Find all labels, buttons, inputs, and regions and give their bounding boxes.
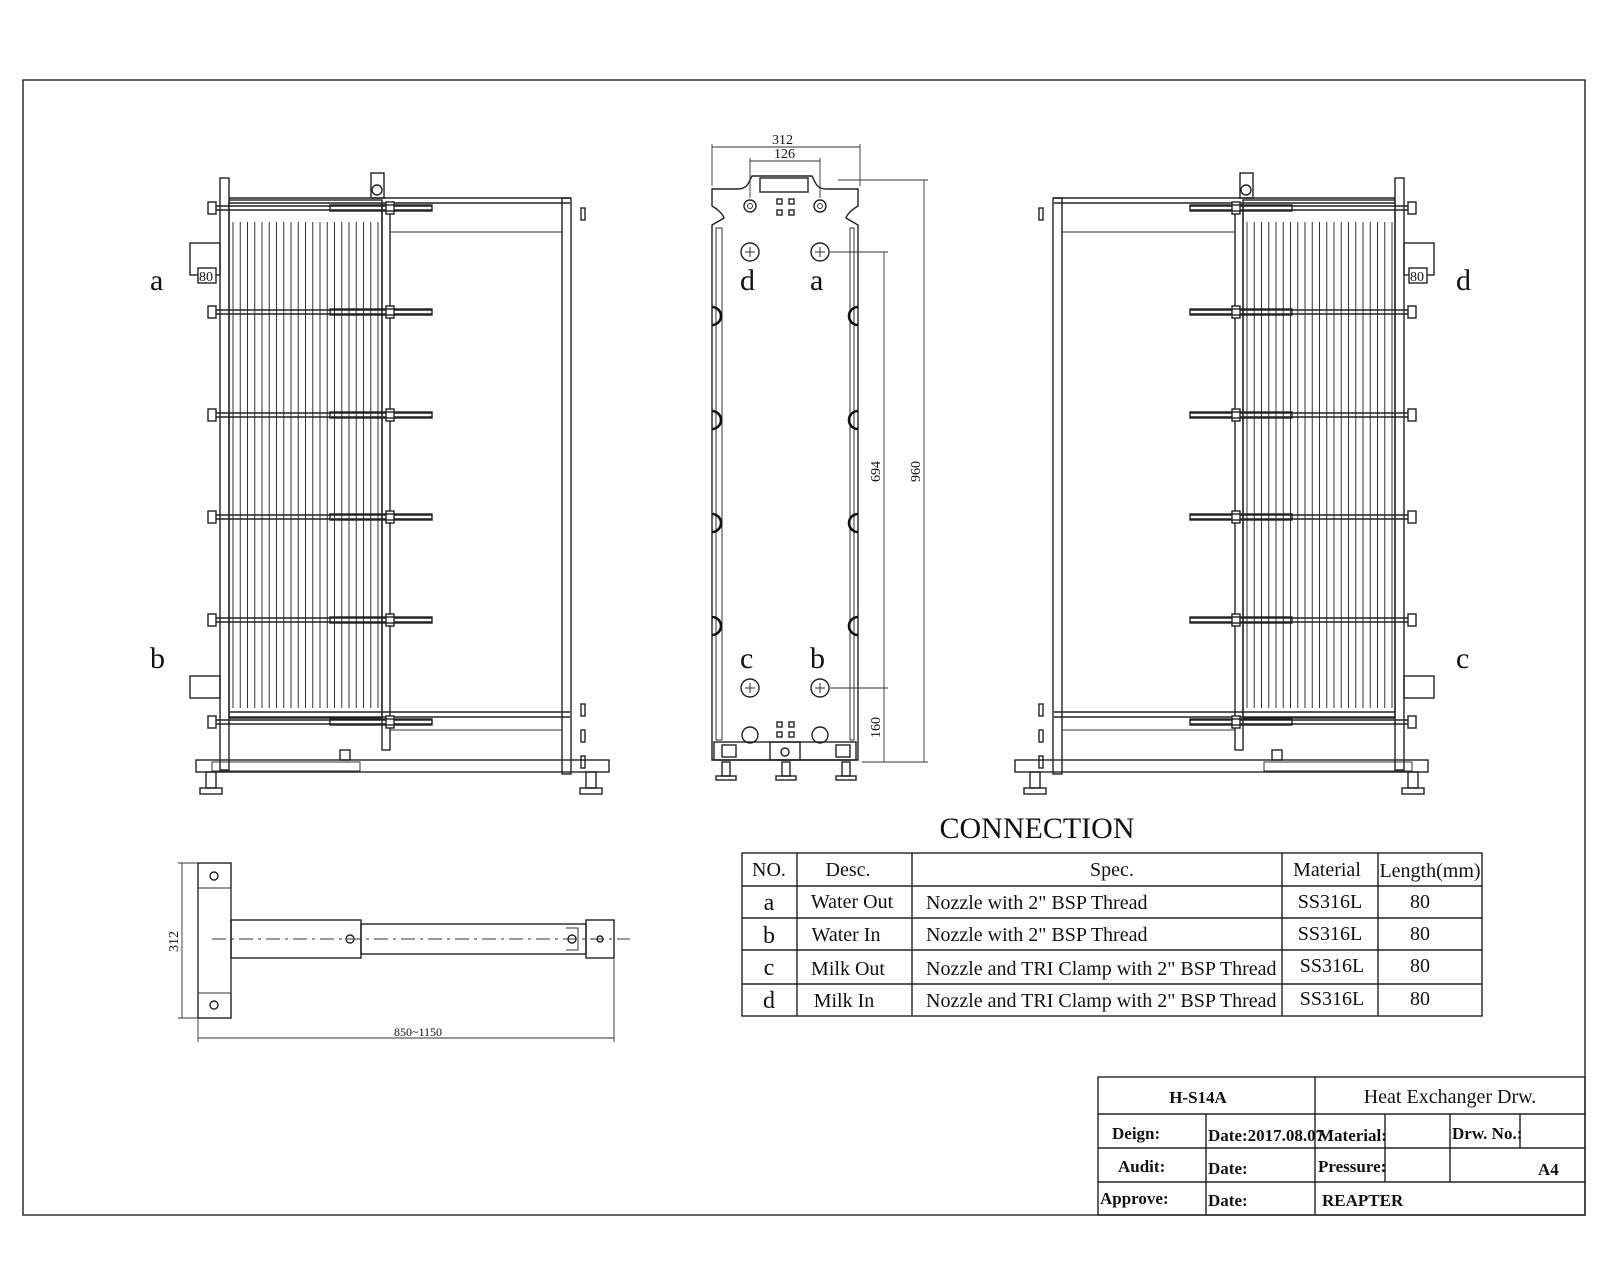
plate-width-dim: 312 [772,133,793,148]
approve-label: Approve: [1100,1189,1169,1208]
right-port-c-label: c [1456,642,1469,675]
row-no: a [764,890,775,916]
audit-date: Date: [1208,1159,1248,1178]
top-view: 312 850~1150 [167,862,630,1042]
title-block: H-S14A Heat Exchanger Drw. Deign: Date:2… [1097,1076,1586,1216]
row-desc: Milk Out [811,958,885,980]
design-label: Deign: [1112,1124,1160,1143]
left-nozzle-a-dim: 80 [199,270,213,285]
plate-outline [711,175,859,761]
col-spec-header: Spec. [1090,859,1134,881]
connection-title: CONNECTION [940,812,1135,845]
plate-height-dim: 960 [909,461,924,482]
row-no: b [763,923,775,949]
row-length: 80 [1410,988,1430,1010]
table-row: a Water Out Nozzle with 2" BSP Thread SS… [764,890,1430,916]
row-no: c [764,955,775,981]
material-label: Material: [1318,1126,1387,1145]
col-material-header: Material [1293,859,1361,881]
plate-port-d-label: d [740,264,755,297]
top-view-width-dim: 312 [167,931,182,952]
port-spacing-dim: 126 [774,147,795,162]
design-date: Date:2017.08.07 [1208,1126,1325,1145]
row-desc: Milk In [814,990,875,1012]
row-length: 80 [1410,955,1430,977]
paper-size: A4 [1538,1160,1559,1179]
port-center-dim: 694 [869,461,884,482]
table-row: b Water In Nozzle with 2" BSP Thread SS3… [763,923,1430,949]
left-side-view: 80 a b [150,172,610,795]
row-desc: Water Out [811,891,894,913]
sheet-border [22,79,1586,1216]
col-no-header: NO. [752,859,786,881]
drawing-number-label: Drw. No.: [1452,1124,1522,1143]
left-port-b-label: b [150,642,165,675]
row-spec: Nozzle with 2" BSP Thread [926,924,1147,946]
company-name: REAPTER [1322,1191,1404,1210]
plate-front-view: 312 126 694 960 160 d a c b [711,133,928,781]
row-material: SS316L [1298,923,1362,945]
row-material: SS316L [1298,891,1362,913]
row-spec: Nozzle with 2" BSP Thread [926,892,1147,914]
plate-port-b-label: b [810,642,825,675]
plate-port-c-label: c [740,642,753,675]
row-spec: Nozzle and TRI Clamp with 2" BSP Thread [926,958,1277,980]
bottom-port-dim: 160 [869,717,884,738]
col-desc-header: Desc. [826,859,871,881]
connection-table: CONNECTION NO. Desc. Spec. Material Leng… [741,812,1483,1017]
row-material: SS316L [1300,988,1364,1010]
row-desc: Water In [812,924,881,946]
plate-port-a-label: a [810,264,823,297]
top-view-length-dim: 850~1150 [394,1025,442,1039]
right-plate-pack [1246,222,1393,708]
row-length: 80 [1410,923,1430,945]
table-row: c Milk Out Nozzle and TRI Clamp with 2" … [764,955,1430,981]
row-length: 80 [1410,891,1430,913]
left-port-a-label: a [150,264,163,297]
row-spec: Nozzle and TRI Clamp with 2" BSP Thread [926,990,1277,1012]
left-plate-pack [232,222,379,708]
pressure-label: Pressure: [1318,1157,1386,1176]
right-nozzle-d-dim: 80 [1410,270,1424,285]
row-material: SS316L [1300,955,1364,977]
col-length-header: Length(mm) [1379,860,1480,882]
right-side-view: 80 d c [1014,172,1471,795]
table-row: d Milk In Nozzle and TRI Clamp with 2" B… [763,988,1430,1014]
right-port-d-label: d [1456,264,1471,297]
model-number: H-S14A [1169,1088,1227,1107]
audit-label: Audit: [1118,1157,1165,1176]
row-no: d [763,988,775,1014]
drawing-title: Heat Exchanger Drw. [1364,1086,1537,1108]
approve-date: Date: [1208,1191,1248,1210]
